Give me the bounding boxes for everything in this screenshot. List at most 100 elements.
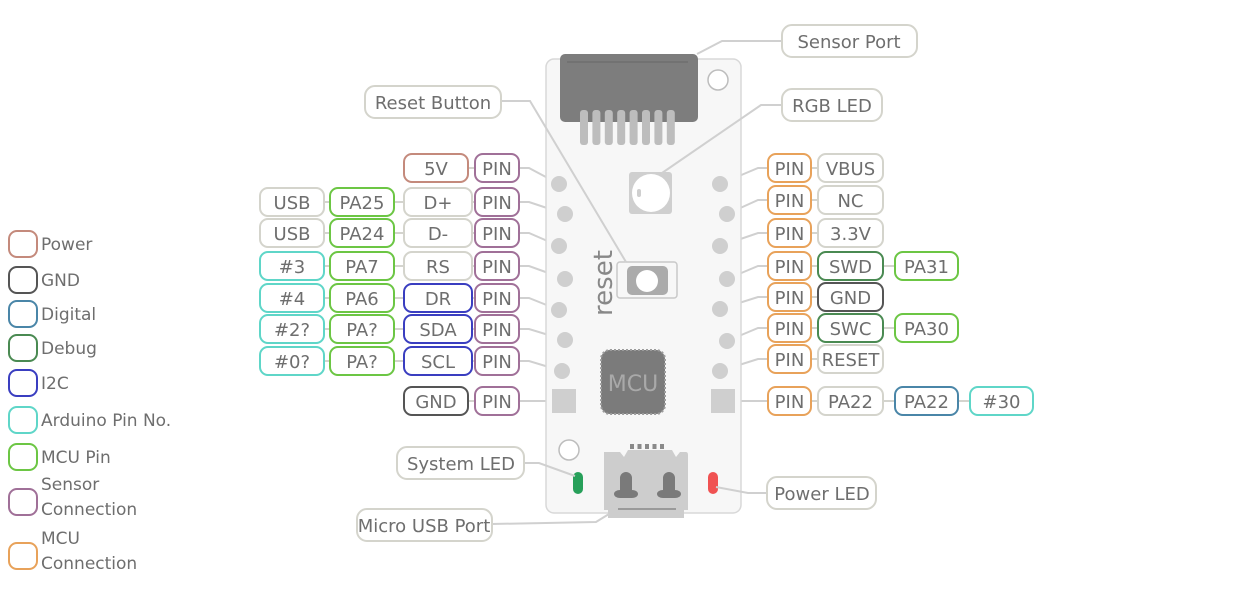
micro-usb-tab-right: [657, 472, 681, 498]
legend-label: I2C: [41, 374, 69, 394]
callout-rgb-led-label: RGB LED: [792, 96, 872, 117]
pin-label-box: [767, 313, 812, 343]
micro-usb-contact: [637, 444, 642, 449]
pin-label-pa25: PA25: [329, 187, 395, 217]
pin-label-box: [474, 283, 520, 313]
pin-label-box: [259, 187, 325, 217]
legend-label: Arduino Pin No.: [41, 411, 171, 431]
pin-label-text: RESET: [822, 350, 881, 371]
mcu-package: [600, 349, 666, 415]
pin-label-text: PA7: [345, 257, 378, 278]
pin-label-box: [259, 314, 325, 344]
sensor-port-pin: [654, 110, 663, 145]
pin-label-box: [403, 218, 473, 248]
pin-label-box: [403, 153, 469, 183]
mounting-hole-bottom: [558, 439, 580, 461]
legend-label: Digital: [41, 305, 96, 325]
pin-label-pa30: PA30: [894, 313, 959, 343]
right-pad-round: [712, 176, 728, 192]
callout-reset-button-label: Reset Button: [375, 93, 491, 114]
pin-label-text: VBUS: [826, 159, 875, 180]
pin-label-box: [403, 251, 473, 281]
pin-label-box: [817, 282, 884, 312]
legend-item-power: Power: [8, 230, 92, 258]
right-pad-round: [712, 301, 728, 317]
pin-label-box: [474, 218, 520, 248]
legend-item-debug: Debug: [8, 334, 97, 362]
pin-label-box: [767, 251, 812, 281]
pin-label-box: [329, 187, 395, 217]
pin-label-box: [474, 153, 520, 183]
pin-label-box: [817, 153, 884, 183]
pin-label-pin: PIN: [767, 313, 812, 343]
pin-label-text: SWD: [829, 257, 872, 278]
reset-button-cap[interactable]: [636, 270, 658, 292]
pin-label-usb: USB: [259, 218, 325, 248]
pin-label-text: USB: [274, 224, 311, 245]
pin-label-5v: 5V: [403, 153, 469, 183]
pin-label-sda: SDA: [403, 314, 473, 344]
legend-item-mcu-pin: MCU Pin: [8, 443, 111, 471]
pin-label-box: [329, 218, 395, 248]
callout-reset-button: Reset Button: [364, 85, 627, 263]
pin-label-box: [403, 346, 473, 376]
sensor-port-pin: [642, 110, 650, 145]
pin-label-text: PIN: [482, 352, 512, 373]
pin-label-pa22: PA22: [894, 386, 959, 416]
pin-label-box: [894, 386, 959, 416]
pin-label-box: [474, 346, 520, 376]
pin-label-text: #2?: [274, 320, 310, 341]
pin-label-box: [767, 386, 812, 416]
callout-system-led-box: [396, 446, 525, 480]
mcu-chip: MCU: [600, 349, 666, 415]
pin-label-box: [767, 344, 812, 374]
pin-label-box: [817, 313, 884, 343]
pin-label-box: [259, 346, 325, 376]
callout-power-led: Power LED: [715, 476, 877, 510]
pin-label-box: [894, 251, 959, 281]
pin-label-box: [969, 386, 1034, 416]
sensor-port-pin: [580, 110, 588, 145]
pin-label-text: PIN: [482, 392, 512, 413]
left-pad-round: [554, 363, 570, 379]
micro-usb-contact: [660, 444, 664, 449]
pin-label-text: PA?: [346, 352, 378, 373]
left-pad-round: [557, 271, 573, 287]
pin-label-box: [329, 283, 395, 313]
callout-sensor-port-leader: [696, 40, 783, 55]
pin-label-box: [474, 386, 520, 416]
rgb-led-lens: [632, 174, 670, 212]
legend-item-arduino-pin-no: Arduino Pin No.: [8, 406, 171, 434]
pin-label-dr: DR: [403, 283, 473, 313]
pin-label-pin: PIN: [767, 218, 812, 248]
left-pad-round: [551, 302, 567, 318]
pin-label-box: [817, 386, 884, 416]
pin-label-usb: USB: [259, 187, 325, 217]
pin-label-text: NC: [837, 191, 863, 212]
pin-label-box: [817, 185, 884, 215]
pin-label-text: 5V: [424, 159, 448, 180]
sensor-port-pin: [666, 110, 675, 145]
pin-label-text: PIN: [482, 193, 512, 214]
reset-button[interactable]: reset: [589, 250, 678, 316]
rgb-led-mark: [637, 189, 641, 197]
pin-label-box: [403, 187, 473, 217]
pin-label-pa24: PA24: [329, 218, 395, 248]
right-pad-round: [712, 363, 728, 379]
pin-label-pin: PIN: [474, 314, 520, 344]
micro-usb-connector[interactable]: [604, 444, 688, 518]
callout-reset-button-box: [364, 85, 502, 119]
pin-label-text: PIN: [482, 224, 512, 245]
pin-label-box: [329, 346, 395, 376]
pin-label-pin: PIN: [767, 282, 812, 312]
callout-system-led: System LED: [396, 446, 576, 480]
pin-label-text: D-: [428, 224, 448, 245]
